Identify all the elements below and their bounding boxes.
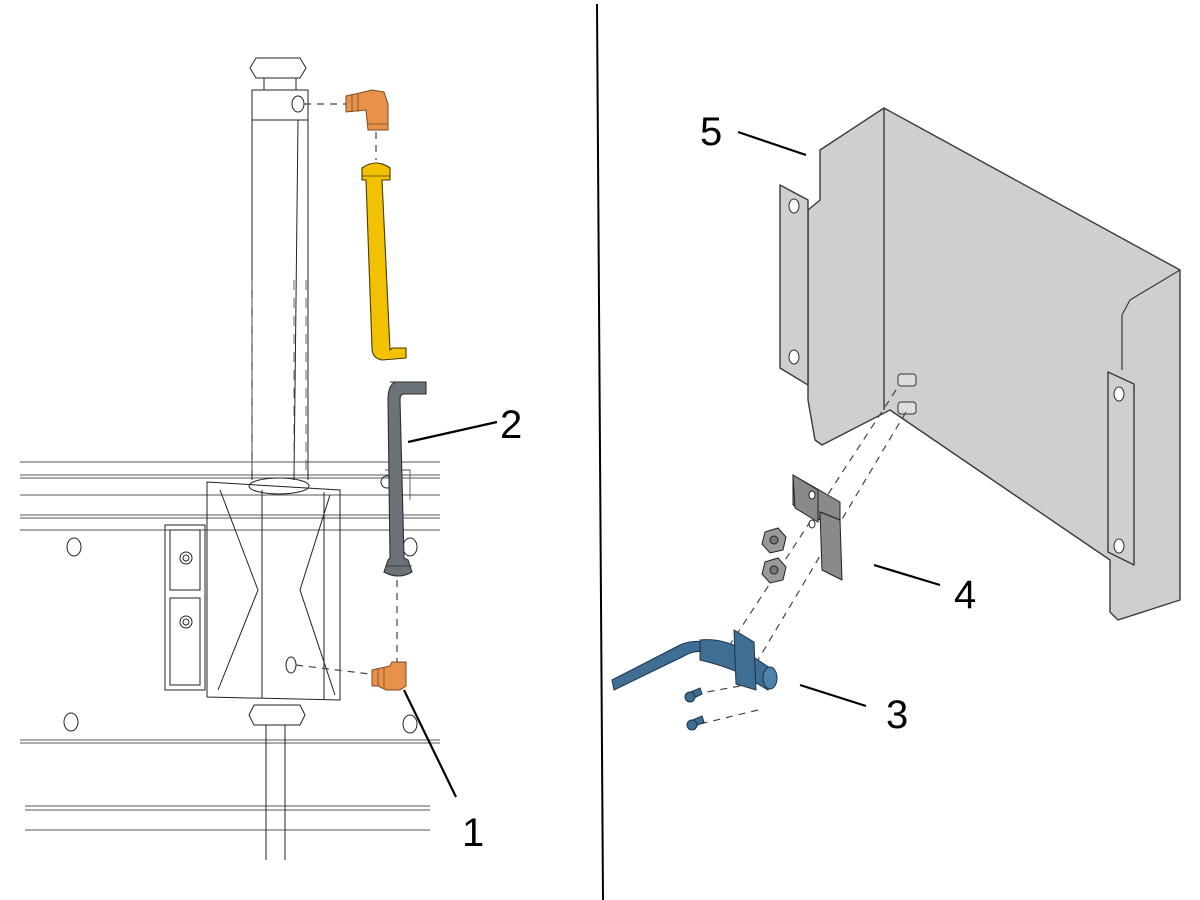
right-view: 5 4 3 (611, 107, 1181, 737)
yellow-tube (361, 162, 407, 361)
leader-line-5 (737, 130, 807, 157)
port-hole-bottom (285, 656, 297, 674)
assembly-line (295, 664, 379, 676)
bracket-screw (179, 551, 193, 565)
assembly-line (719, 389, 897, 661)
assembly-line (695, 685, 741, 695)
mount-hole (1113, 538, 1125, 554)
left-view: 2 1 (20, 57, 522, 860)
blue-sensor-bracket-assembly (611, 629, 778, 731)
leader-line-2 (407, 420, 498, 444)
leader-line-1 (403, 689, 457, 798)
callout-3: 3 (886, 693, 908, 737)
gray-tube (383, 381, 427, 577)
mount-hole (788, 349, 800, 365)
frame-hole (402, 537, 418, 557)
bracket-hole (808, 490, 816, 500)
frame-hole (63, 712, 79, 732)
callout-5: 5 (700, 110, 722, 154)
frame-hole (402, 714, 418, 734)
bracket-screw (179, 615, 193, 629)
gray-mounting-bracket (761, 474, 843, 584)
hex-nut (761, 557, 787, 584)
elbow-fitting-top (345, 89, 389, 131)
bracket-hole (808, 519, 816, 529)
mount-hole (1113, 386, 1125, 402)
cap-screw (684, 687, 703, 703)
cap-screw (686, 715, 705, 731)
bottom-nut (248, 704, 306, 726)
sheet-metal-cover (779, 107, 1181, 621)
leader-line-3 (799, 683, 867, 708)
frame-hole (66, 537, 82, 557)
panel-divider (596, 3, 604, 900)
hex-nut (761, 527, 787, 554)
elbow-fitting-lower (371, 661, 407, 691)
stud (897, 373, 917, 415)
mount-hole (788, 198, 800, 214)
top-nut (249, 57, 307, 79)
callout-4: 4 (954, 573, 976, 617)
collar (248, 477, 310, 495)
cover-flange-right (1107, 371, 1135, 566)
cylinder-post (248, 57, 310, 495)
clamp-bracket (164, 481, 341, 860)
callout-2: 2 (500, 403, 522, 447)
rod (265, 725, 286, 860)
callout-1: 1 (462, 811, 484, 855)
assembly-line (699, 709, 759, 725)
cover-flange-left (779, 184, 809, 386)
leader-line-4 (873, 563, 941, 587)
port-hole-top (291, 95, 305, 113)
cylinder-head (251, 89, 309, 121)
